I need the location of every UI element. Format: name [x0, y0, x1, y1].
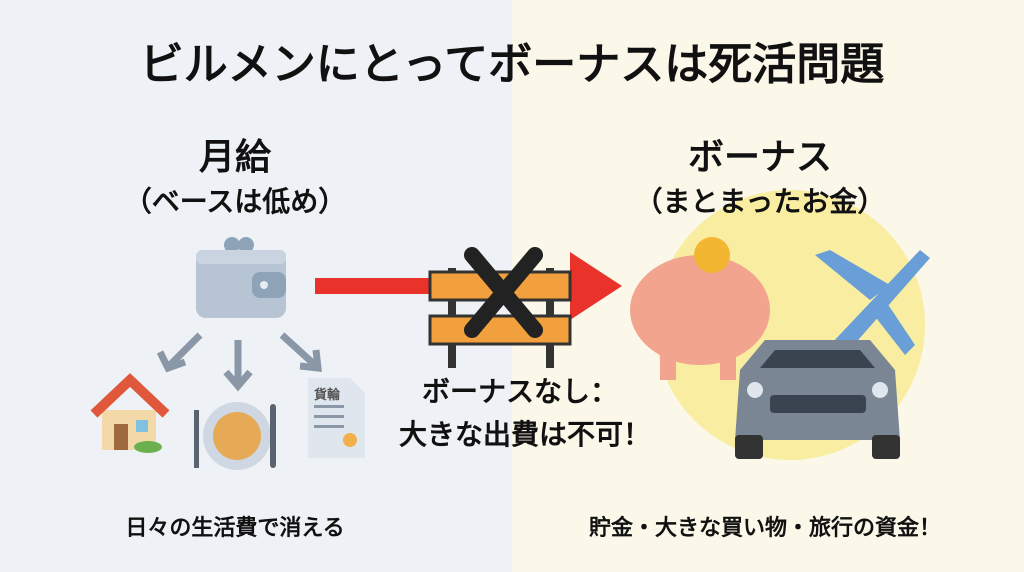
salary-heading: 月給	[198, 137, 271, 178]
house-icon	[90, 373, 170, 453]
bonus-heading: ボーナス	[687, 137, 832, 178]
piggy-bank-icon	[630, 237, 770, 380]
airplane-icon	[815, 250, 930, 355]
bonus-subheading: （まとまったお金）	[634, 185, 886, 218]
plate-fork-knife-icon	[194, 402, 276, 470]
cross-x-icon	[464, 247, 543, 338]
car-icon	[735, 340, 900, 459]
down-arrows-icon	[156, 332, 322, 392]
bonus-caption: 貯金・大きな買い物・旅行の資金！	[588, 516, 941, 541]
salary-caption: 日々の生活費で消える	[125, 516, 345, 541]
receipt-label: 貨輪	[314, 388, 341, 403]
page-title: ビルメンにとってボーナスは死活問題	[139, 39, 885, 90]
salary-subheading: （ベースは低め）	[123, 185, 347, 218]
wallet-icon	[196, 237, 286, 318]
no-bonus-line2: 大きな出費は不可！	[398, 418, 651, 451]
receipt-icon	[308, 378, 365, 458]
no-bonus-line1: ボーナスなし：	[421, 375, 618, 408]
road-barrier-icon	[428, 268, 572, 368]
